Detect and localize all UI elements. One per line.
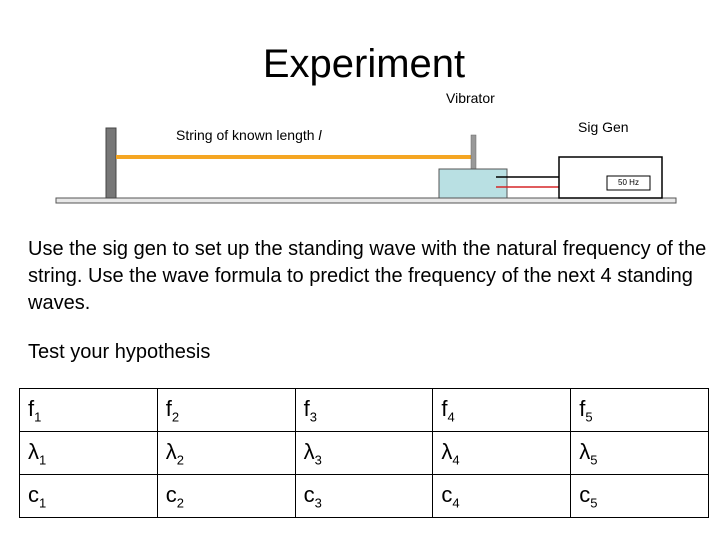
table-cell[interactable]: c3 (294, 474, 434, 518)
cell-subscript: 1 (34, 409, 42, 425)
cell-subscript: 3 (309, 409, 317, 425)
table-cell[interactable]: λ1 (19, 431, 158, 475)
cell-symbol: c (165, 481, 177, 507)
table-cell[interactable]: f1 (19, 388, 158, 432)
table-cell[interactable]: f3 (294, 388, 434, 432)
sig-gen-label: Sig Gen (578, 119, 629, 135)
cell-subscript: 5 (590, 495, 598, 511)
vibrator-box (438, 168, 508, 199)
slide-title: Experiment (262, 42, 466, 86)
cell-subscript: 1 (39, 495, 47, 511)
cell-subscript: 5 (590, 452, 598, 468)
cell-subscript: 4 (452, 495, 460, 511)
cell-symbol: f (165, 395, 172, 421)
table-cell[interactable]: λ5 (570, 431, 709, 475)
table-cell[interactable]: λ2 (156, 431, 296, 475)
vibrator-rod (470, 134, 477, 170)
table-cell[interactable]: f5 (570, 388, 709, 432)
table-cell[interactable]: c5 (570, 474, 709, 518)
table-cell[interactable]: f4 (432, 388, 572, 432)
table-cell[interactable]: c1 (19, 474, 158, 518)
cell-subscript: 4 (447, 409, 455, 425)
cell-symbol: f (28, 395, 35, 421)
bench-base (55, 197, 677, 204)
cell-subscript: 4 (452, 452, 460, 468)
cell-symbol: λ (441, 438, 453, 464)
frequency-readout: 50 Hz (618, 178, 639, 187)
table-cell[interactable]: λ4 (432, 431, 572, 475)
cell-symbol: c (303, 481, 315, 507)
cell-subscript: 2 (176, 495, 185, 511)
table-cell[interactable]: λ3 (294, 431, 434, 475)
cell-symbol: c (579, 481, 591, 507)
cell-symbol: c (441, 481, 453, 507)
cell-symbol: c (28, 481, 39, 507)
vibrator-label: Vibrator (446, 90, 495, 106)
cell-symbol: f (579, 395, 586, 421)
cell-symbol: λ (303, 438, 315, 464)
cell-subscript: 3 (314, 452, 322, 468)
cell-symbol: λ (579, 438, 591, 464)
cell-subscript: 1 (39, 452, 47, 468)
hypothesis-text: Test your hypothesis (28, 341, 211, 363)
frequency-display (606, 175, 651, 191)
string-length-variable: l (318, 127, 322, 143)
instructions-text: Use the sig gen to set up the standing w… (28, 238, 707, 314)
cell-symbol: λ (28, 438, 39, 464)
table-cell[interactable]: f2 (156, 388, 296, 432)
cell-subscript: 2 (171, 409, 180, 425)
cell-subscript: 5 (585, 409, 593, 425)
string-label: String of known length l (176, 127, 322, 143)
cell-subscript: 3 (314, 495, 322, 511)
cell-subscript: 2 (176, 452, 185, 468)
table-cell[interactable]: c4 (432, 474, 572, 518)
cell-symbol: λ (165, 438, 177, 464)
fixed-clamp-post (105, 127, 117, 199)
table-cell[interactable]: c2 (156, 474, 296, 518)
cell-symbol: f (303, 395, 310, 421)
cell-symbol: f (441, 395, 448, 421)
string-label-text: String of known length (176, 127, 319, 143)
